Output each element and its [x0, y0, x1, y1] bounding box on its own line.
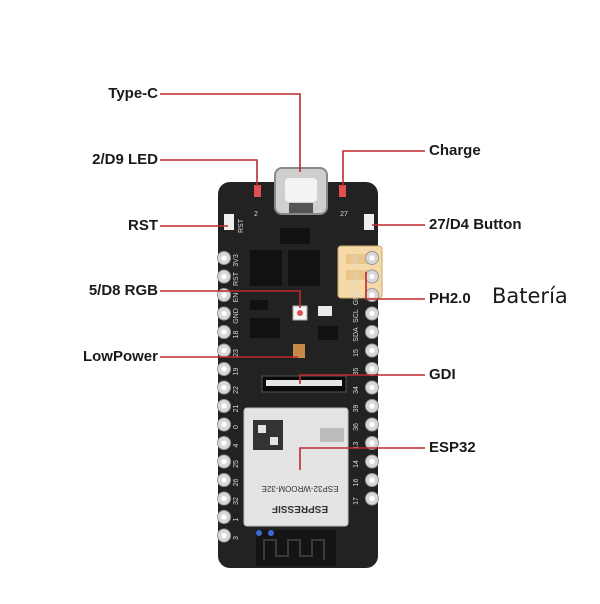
right-pin-label: 36 [353, 423, 360, 431]
right-pin-hole [369, 477, 375, 483]
right-pin-hole [369, 458, 375, 465]
left-pin-label: 18 [233, 331, 240, 339]
ic-chip-1 [250, 250, 282, 286]
label-type-c: Type-C [108, 85, 158, 102]
right-pin-label: 17 [353, 497, 360, 505]
leader-d8-rgb [160, 290, 301, 308]
left-pin-hole [221, 310, 227, 317]
left-pin-hole [221, 403, 227, 409]
right-pin-label: 13 [353, 442, 360, 450]
leader-ph20 [365, 272, 425, 300]
left-pin-label: 3V3 [233, 254, 240, 267]
right-pin-hole [369, 329, 375, 335]
leader-charge [342, 150, 425, 186]
qr-code [253, 420, 283, 450]
right-pin-label: 3V3 [353, 273, 360, 286]
label-d9-led: 2/D9 LED [92, 151, 158, 168]
right-pin-hole [369, 310, 375, 317]
left-pin-hole [221, 477, 227, 483]
right-pin-hole [369, 273, 375, 280]
pad-rst-label: RST [238, 218, 245, 233]
label-esp32: ESP32 [429, 439, 476, 456]
label-charge: Charge [429, 142, 481, 159]
left-pin-label: 21 [233, 405, 240, 413]
pad-2-label: 2 [254, 211, 258, 218]
right-pin-label: SDA [353, 327, 360, 342]
left-pin-hole [221, 255, 227, 261]
label-d4-button: 27/D4 Button [429, 216, 522, 233]
left-pin-hole [221, 495, 227, 502]
rst-button [224, 214, 234, 230]
leader-d9-led [160, 159, 258, 186]
right-pin-hole [369, 495, 375, 502]
right-pin-label: 35 [353, 368, 360, 376]
right-pin-hole [369, 292, 375, 298]
left-pin-hole [221, 366, 227, 372]
left-pin-label: 1 [233, 517, 240, 521]
label-d8-rgb: 5/D8 RGB [88, 282, 158, 299]
right-pin-label: 16 [353, 479, 360, 487]
right-pin-hole [369, 255, 375, 261]
right-pin-hole [369, 403, 375, 409]
left-pin-label: 22 [233, 386, 240, 394]
leader-lines [160, 93, 425, 470]
label-ph20: PH2.0 [429, 290, 471, 307]
label-lowpower: LowPower [82, 348, 158, 365]
right-pin-label: 14 [353, 460, 360, 468]
left-pin-hole [221, 347, 227, 354]
left-pin-hole [221, 458, 227, 465]
left-pin-label: RST [233, 271, 240, 286]
left-pin-hole [221, 273, 227, 280]
label-bateria: Batería [492, 284, 568, 308]
d4-button [364, 214, 374, 230]
pad-27-label: 27 [340, 211, 348, 218]
right-pin-hole [369, 440, 375, 446]
right-pin-label: 15 [353, 349, 360, 357]
module-brand: ESPRESSIF [272, 503, 328, 514]
left-pin-label: 23 [233, 349, 240, 357]
left-pin-label: 25 [233, 460, 240, 468]
charge-led [339, 185, 346, 197]
label-rst: RST [128, 217, 158, 234]
leader-gdi [299, 374, 425, 384]
left-pin-hole [221, 514, 227, 520]
left-pin-label: 32 [233, 497, 240, 505]
right-pin-label: 34 [353, 386, 360, 394]
left-pin-hole [221, 384, 227, 391]
leader-type-c [160, 93, 301, 172]
left-pin-label: GND [233, 308, 240, 324]
right-pin-hole [369, 366, 375, 372]
left-pin-hole [221, 532, 227, 539]
antenna [256, 530, 336, 566]
left-pin-label: 4 [233, 443, 240, 447]
right-pin-label: 39 [353, 405, 360, 413]
left-pin-hole [221, 440, 227, 446]
ic-chip-2 [288, 250, 320, 286]
label-gdi: GDI [429, 366, 456, 383]
right-pin-label: GND [353, 290, 360, 306]
left-pin-hole [221, 292, 227, 298]
right-pin-label: VIN [353, 255, 360, 267]
left-pin-hole [221, 329, 227, 335]
module-model: ESP32-WROOM-32E [262, 484, 339, 493]
left-pin-hole [221, 421, 227, 428]
led-d9 [254, 185, 261, 197]
lowpower-pad [293, 344, 305, 358]
left-pin-label: 3 [233, 536, 240, 540]
left-pin-label: 0 [233, 425, 240, 429]
right-pin-label: SCL [353, 309, 360, 323]
right-pin-hole [369, 347, 375, 354]
left-pin-label: 19 [233, 368, 240, 376]
leader-esp32 [299, 447, 425, 470]
right-pin-hole [369, 384, 375, 391]
right-pin-hole [369, 421, 375, 428]
left-pin-label: 26 [233, 479, 240, 487]
left-pin-label: EN [233, 293, 240, 303]
